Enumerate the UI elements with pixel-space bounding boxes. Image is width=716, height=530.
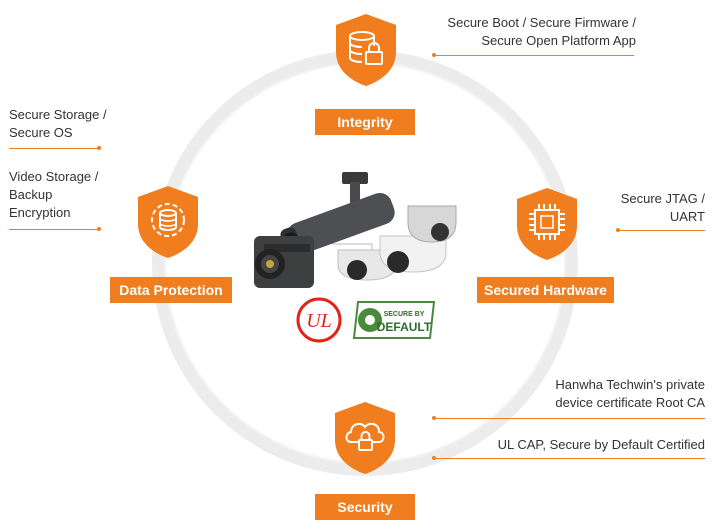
security-label: Security: [315, 494, 415, 520]
connector-dot: [616, 228, 620, 232]
database-gear-icon: [135, 184, 201, 260]
connector-dot: [432, 456, 436, 460]
cameras-illustration: [254, 172, 457, 288]
note-secure-boot-line2: Secure Open Platform App: [481, 33, 636, 48]
ul-mark-text: UL: [306, 310, 332, 332]
note-jtag: Secure JTAG / UART: [560, 190, 705, 226]
connector-dot: [97, 227, 101, 231]
note-secure-boot: Secure Boot / Secure Firmware / Secure O…: [400, 14, 636, 50]
note-secure-storage-line2: Secure OS: [9, 125, 73, 140]
note-video-storage-line3: Encryption: [9, 205, 71, 220]
note-hanwha-line2: device certificate Root CA: [555, 395, 705, 410]
note-secure-storage: Secure Storage / Secure OS: [9, 106, 149, 142]
connector-dot: [97, 146, 101, 150]
secure-by-default-logo: SECURE BY DEFAULT: [352, 300, 436, 340]
note-video-storage: Video Storage / Backup Encryption: [9, 168, 149, 222]
connector-line: [618, 230, 705, 231]
connector-line: [434, 458, 705, 459]
connector-line: [9, 148, 99, 149]
connector-dot: [432, 416, 436, 420]
connector-dot: [432, 53, 436, 57]
note-jtag-line1: Secure JTAG /: [620, 191, 705, 206]
note-hanwha: Hanwha Techwin's private device certific…: [440, 376, 705, 412]
camera-products-image: [250, 168, 460, 343]
note-jtag-line2: UART: [669, 209, 705, 224]
note-video-storage-line1: Video Storage /: [9, 169, 99, 184]
connector-line: [9, 229, 99, 230]
note-ul-cap: UL CAP, Secure by Default Certified: [497, 437, 705, 452]
sbd-top-text: SECURE BY: [384, 311, 425, 318]
note-hanwha-line1: Hanwha Techwin's private: [555, 377, 705, 392]
database-lock-icon: [333, 12, 399, 88]
connector-line: [434, 418, 705, 419]
secured-hardware-label: Secured Hardware: [477, 277, 614, 303]
chip-icon: [514, 186, 580, 262]
note-video-storage-line2: Backup: [9, 187, 53, 202]
sbd-bottom-text: DEFAULT: [377, 320, 432, 334]
integrity-label: Integrity: [315, 109, 415, 135]
note-secure-boot-line1: Secure Boot / Secure Firmware /: [447, 15, 636, 30]
ul-certification-logo: UL: [296, 297, 342, 343]
cloud-lock-icon: [332, 400, 398, 476]
note-secure-storage-line1: Secure Storage /: [9, 107, 107, 122]
connector-line: [434, 55, 634, 56]
data-protection-label: Data Protection: [110, 277, 232, 303]
